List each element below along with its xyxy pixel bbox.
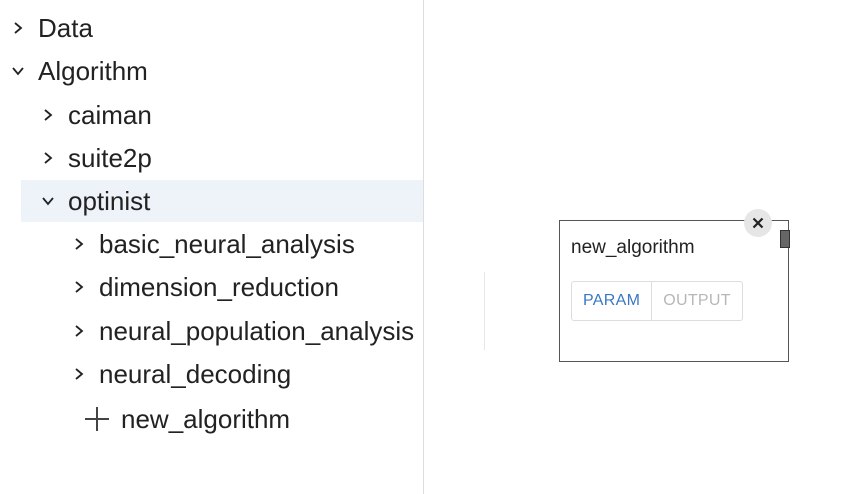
tree-item-label: caiman <box>68 99 152 130</box>
tree-item-label: optinist <box>68 185 151 216</box>
chevron-right-icon[interactable] <box>8 18 28 38</box>
tree-item-basic-neural-analysis[interactable]: basic_neural_analysis <box>69 223 423 265</box>
chevron-right-icon[interactable] <box>69 234 89 254</box>
tree-item-data[interactable]: Data <box>8 7 423 49</box>
close-icon <box>752 217 764 229</box>
node-close-button[interactable] <box>744 209 772 237</box>
tree-item-optinist[interactable]: optinist <box>21 180 423 222</box>
algorithm-node[interactable]: new_algorithm PARAM OUTPUT <box>559 209 790 362</box>
chevron-right-icon[interactable] <box>69 364 89 384</box>
tree-item-neural-population-analysis[interactable]: neural_population_analysis <box>69 310 423 352</box>
plus-icon[interactable] <box>83 405 111 433</box>
tree-item-label: Algorithm <box>38 55 148 86</box>
tab-param[interactable]: PARAM <box>572 282 653 320</box>
chevron-right-icon[interactable] <box>38 148 58 168</box>
chevron-down-icon[interactable] <box>8 61 28 81</box>
node-tabs: PARAM OUTPUT <box>571 281 743 321</box>
tree-item-algorithm[interactable]: Algorithm <box>8 50 423 92</box>
chevron-right-icon[interactable] <box>69 321 89 341</box>
tree-item-label: basic_neural_analysis <box>99 228 355 259</box>
tree-item-caiman[interactable]: caiman <box>38 94 423 136</box>
algorithm-tree-panel: Data Algorithm caiman suite2p optinist b… <box>8 0 424 494</box>
output-handle[interactable] <box>780 230 790 248</box>
flow-canvas[interactable]: new_algorithm PARAM OUTPUT <box>424 0 844 494</box>
chevron-down-icon[interactable] <box>38 191 58 211</box>
tree-item-label: neural_decoding <box>99 358 292 389</box>
tree-item-neural-decoding[interactable]: neural_decoding <box>69 353 423 395</box>
tree-item-label: new_algorithm <box>121 403 291 434</box>
canvas-edge-line <box>484 272 485 350</box>
tree-item-suite2p[interactable]: suite2p <box>38 137 423 179</box>
tree-item-dimension-reduction[interactable]: dimension_reduction <box>69 266 423 308</box>
tree-item-label: dimension_reduction <box>99 271 339 302</box>
tab-output[interactable]: OUTPUT <box>663 292 731 309</box>
chevron-right-icon[interactable] <box>38 105 58 125</box>
chevron-right-icon[interactable] <box>69 277 89 297</box>
tree-item-label: neural_population_analysis <box>99 315 415 346</box>
tree-item-new-algorithm[interactable]: new_algorithm <box>83 398 423 440</box>
tree-item-label: Data <box>38 12 93 43</box>
tree-item-label: suite2p <box>68 142 152 173</box>
node-title: new_algorithm <box>571 237 695 258</box>
